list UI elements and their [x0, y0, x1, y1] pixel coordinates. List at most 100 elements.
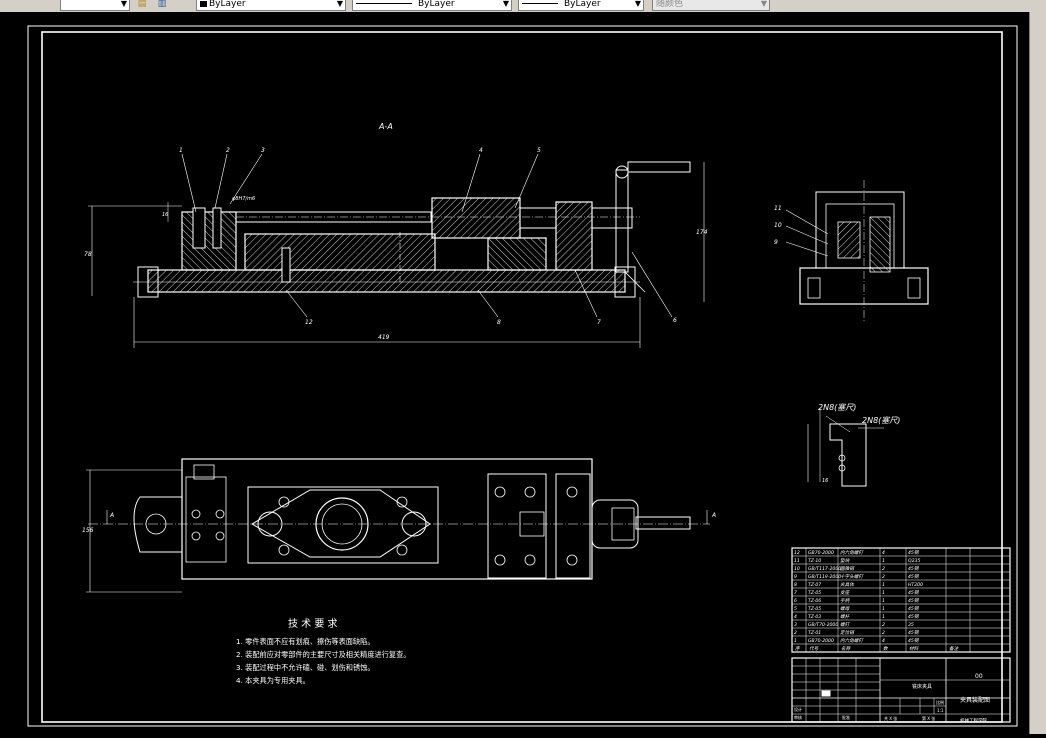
bom-cell-qty: 1 [882, 582, 885, 588]
title-design-label: 设计 [794, 706, 802, 712]
bom-cell-no: 4 [794, 614, 797, 620]
lineweight-dropdown[interactable]: ByLayer▼ [518, 0, 644, 11]
bom-cell-mat: 45钢 [908, 598, 920, 604]
bom-cell-mat: Q235 [908, 558, 920, 564]
bom-cell-name: 螺杆 [840, 614, 851, 620]
callout-11: 11 [774, 205, 782, 212]
bom-cell-code: GB/T117-2000 [808, 566, 841, 572]
color-dropdown-tail[interactable]: ▼ [60, 0, 130, 11]
callout-2: 2 [226, 147, 230, 154]
bom-cell-name: 螺母 [840, 606, 850, 612]
callout-1: 1 [179, 147, 183, 154]
callout-3: 3 [261, 147, 265, 154]
bom-cell-qty: 1 [882, 558, 885, 564]
bom-cell-no: 9 [794, 574, 797, 580]
layer-prev-icon[interactable]: ▥ [157, 0, 167, 9]
chevron-down-icon: ▼ [336, 0, 343, 8]
bom-cell-code: GB70-2000 [808, 550, 834, 556]
vertical-scrollbar[interactable] [1029, 12, 1046, 734]
bom-cell-code: TZ-10 [808, 558, 821, 564]
chevron-down-icon: ▼ [634, 0, 641, 8]
bom-cell-name: 螺钉 [840, 622, 851, 628]
bom-cell-mat: 35 [908, 622, 914, 628]
front-section-view [88, 153, 705, 348]
plan-view [86, 458, 710, 593]
bom-cell-code: GB/T70-2000 [808, 622, 838, 628]
bom-cell-code: GB/T119-2000 [808, 574, 841, 580]
tech-req-line-4: 4. 本夹具为专用夹具。 [236, 676, 310, 685]
linetype-dropdown[interactable]: ByLayer▼ [352, 0, 512, 11]
bom-cell-qty: 2 [882, 566, 885, 572]
gauge-label-1: 2N8(塞尺) [818, 403, 856, 412]
properties-toolbar: ▼ ▤ ▥ ByLayer▼ ByLayer▼ ByLayer▼ 随颜色▼ [0, 0, 1046, 13]
bom-cell-no: 8 [794, 582, 797, 588]
bom-cell-no: 6 [794, 598, 797, 604]
layer-dropdown[interactable]: ByLayer▼ [196, 0, 346, 11]
color-swatch-icon [200, 0, 207, 7]
bom-cell-code: TZ-07 [808, 582, 821, 588]
fit-note: φ8H7/m6 [232, 196, 255, 202]
side-view [785, 180, 929, 322]
bom-cell-no: 11 [794, 558, 800, 564]
tech-req-line-2: 2. 装配前应对零部件的主要尺寸及相关精度进行复查。 [236, 650, 410, 659]
bom-cell-name: 垫块 [840, 558, 850, 564]
dim-overall-length: 419 [378, 334, 390, 341]
title-block [791, 657, 1011, 723]
bom-header-note: 备注 [949, 646, 960, 652]
bom-cell-code: TZ-03 [808, 614, 821, 620]
chevron-down-icon: ▼ [120, 0, 127, 8]
gauge-detail [807, 408, 884, 487]
bom-cell-code: TZ-06 [808, 598, 821, 604]
dim-small: 16 [162, 212, 168, 218]
lineweight-preview-icon [522, 3, 558, 4]
bom-cell-mat: 45钢 [908, 550, 920, 556]
bom-cell-qty: 1 [882, 614, 885, 620]
bom-cell-code: TZ-05 [808, 606, 821, 612]
title-sheet-num: 第 X 张 [922, 715, 935, 721]
drawing-canvas[interactable]: A-A [0, 12, 1030, 734]
bom-cell-no: 5 [794, 606, 797, 612]
bom-cell-qty: 2 [882, 574, 885, 580]
sheet-inner-border [41, 31, 1003, 723]
bom-cell-mat: 45钢 [908, 574, 920, 580]
tech-req-line-3: 3. 装配过程中不允许磕、碰、划伤和锈蚀。 [236, 663, 375, 672]
bom-header-name: 名称 [841, 646, 852, 652]
bom-cell-name: 内六角螺钉 [840, 550, 864, 556]
layer-state-icon[interactable]: ▤ [137, 0, 147, 9]
callout-8: 8 [497, 319, 501, 326]
title-scale-label: 比例 [936, 699, 944, 705]
bom-cell-no: 10 [794, 566, 800, 572]
cad-drawing: A-A [27, 25, 1018, 727]
bom-cell-mat: 45钢 [908, 606, 920, 612]
bom-header-qty: 数 [883, 646, 889, 652]
title-part-name: 夹具装配图 [960, 696, 990, 704]
bom-cell-mat: 45钢 [908, 590, 920, 596]
bom-cell-qty: 2 [882, 622, 885, 628]
title-sheet-total: 共 X 张 [884, 715, 897, 721]
bom-cell-mat: 45钢 [908, 566, 920, 572]
bom-cell-name: 支座 [840, 590, 851, 596]
bom-cell-mat: 45钢 [908, 614, 920, 620]
bom-cell-name: 夹具体 [840, 582, 855, 588]
callout-4: 4 [479, 147, 483, 154]
bom-cell-mat: 45钢 [908, 630, 920, 636]
bom-header-no: 序 [795, 646, 801, 652]
bom-cell-no: 7 [794, 590, 797, 596]
gauge-label-2: 2N8(塞尺) [862, 416, 900, 425]
section-label: A-A [378, 122, 393, 131]
dim-plan-width: 156 [82, 527, 94, 534]
dim-right-height: 174 [696, 229, 708, 236]
callout-10: 10 [774, 222, 782, 229]
bom-cell-qty: 1 [882, 598, 885, 604]
tech-req-title: 技 术 要 求 [288, 617, 338, 630]
callout-5: 5 [537, 147, 541, 154]
bom-cell-qty: 4 [882, 638, 885, 644]
bom-cell-name: 定位销 [840, 630, 855, 636]
callout-9: 9 [774, 239, 778, 246]
bom-header-mat: 材料 [909, 646, 919, 652]
bom-cell-code: TZ-05 [808, 590, 821, 596]
plotstyle-dropdown[interactable]: 随颜色▼ [652, 0, 770, 11]
bom-header-code: 代号 [809, 646, 819, 652]
callout-6: 6 [673, 317, 677, 324]
